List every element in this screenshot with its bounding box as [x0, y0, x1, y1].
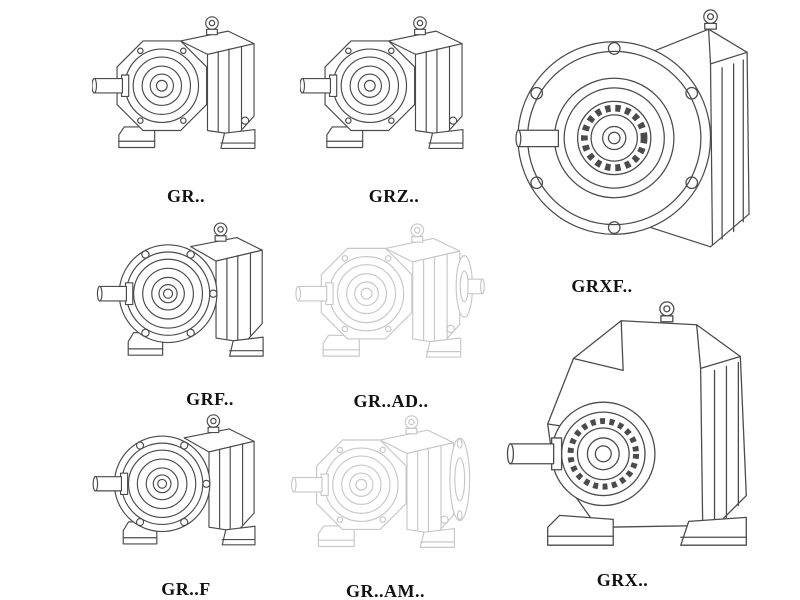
label-gr: GR..: [167, 186, 205, 206]
drawing-gr-f: [92, 406, 280, 574]
helical-gearbox-input-adapter-ghost-icon: [292, 214, 490, 386]
drawing-gr-ad: [292, 214, 490, 386]
drawing-gr: [92, 6, 280, 178]
helical-gearbox-flange-front-view-icon: [502, 8, 790, 268]
helical-gearbox-large-foot-mounted-icon: [502, 300, 790, 560]
drawing-grz: [300, 6, 488, 178]
helical-gearbox-flange-mounted-icon: [96, 222, 264, 357]
label-gr-am: GR..AM..: [346, 581, 425, 600]
helical-gearbox-foot-mounted-icon: [300, 16, 464, 149]
label-grz: GRZ..: [368, 186, 420, 206]
label-grf: GRF..: [186, 389, 234, 409]
drawing-grxf: [502, 8, 790, 268]
label-gr-ad: GR..AD..: [353, 391, 429, 411]
label-grx: GRX..: [596, 570, 649, 590]
drawing-grf: [95, 214, 290, 386]
helical-gearbox-flange-mounted-icon: [92, 414, 256, 546]
drawing-gr-am: [288, 406, 483, 576]
drawing-grx: [502, 300, 790, 560]
label-gr-f: GR..F: [161, 579, 211, 599]
helical-gearbox-motor-flange-ghost-icon: [288, 406, 483, 576]
label-grxf: GRXF..: [571, 276, 633, 296]
helical-gearbox-foot-mounted-icon: [92, 16, 256, 149]
